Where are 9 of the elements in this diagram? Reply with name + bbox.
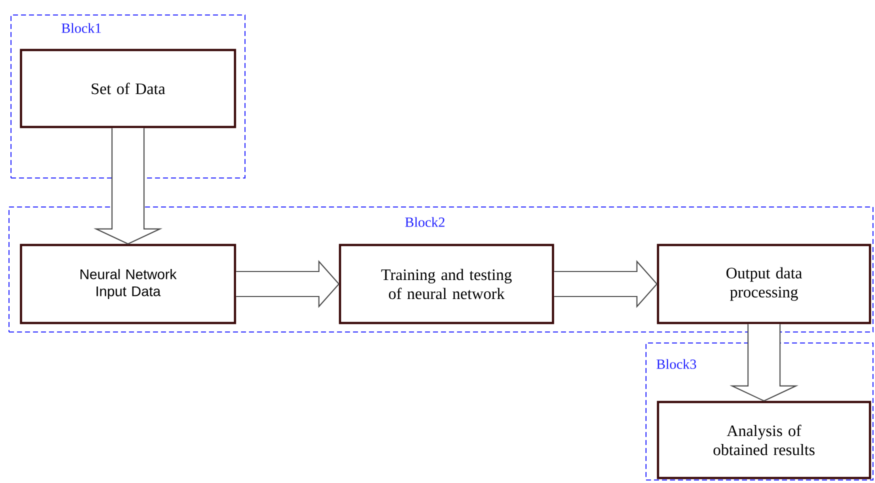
process-box: Training and testing of neural network — [338, 244, 554, 324]
process-box: Analysis of obtained results — [656, 400, 872, 480]
block-arrow — [554, 260, 658, 308]
block-arrow — [236, 260, 340, 308]
block-arrow — [94, 128, 162, 245]
process-box: Output data processing — [656, 244, 872, 324]
block-arrow — [730, 324, 798, 402]
process-box: Neural Network Input Data — [20, 244, 236, 324]
process-box: Set of Data — [20, 48, 236, 128]
